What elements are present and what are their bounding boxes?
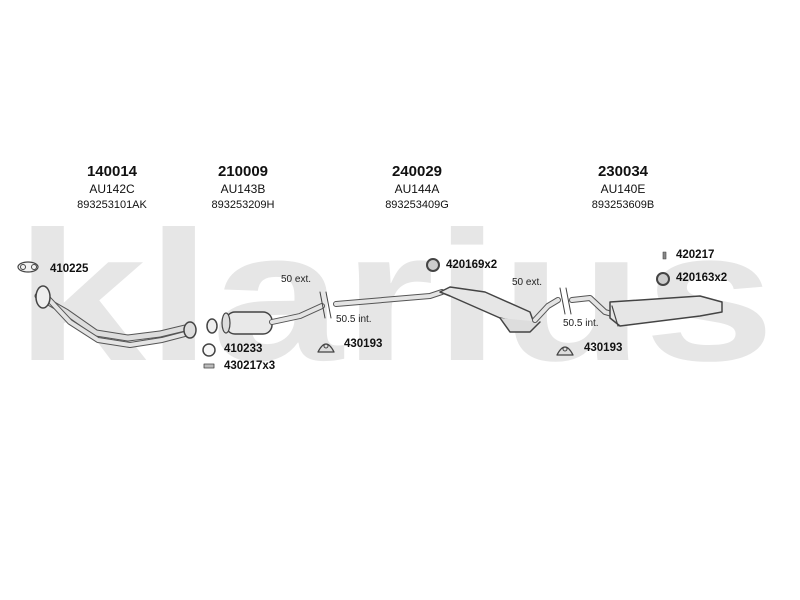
section-2-oem-number: 893253209H bbox=[211, 199, 275, 211]
front-silencer bbox=[221, 303, 325, 335]
label-410225: 410225 bbox=[50, 263, 89, 275]
joint-mark-2 bbox=[559, 287, 572, 315]
note-int-2: 50.5 int. bbox=[563, 318, 599, 329]
section-4-oem-number: 893253609B bbox=[591, 199, 655, 211]
hanger-430193-a-icon bbox=[317, 343, 335, 353]
label-430217: 430217x3 bbox=[224, 360, 276, 372]
section-2-header: 210009 AU143B 893253209H bbox=[168, 163, 318, 213]
section-2-reference: AU143B bbox=[220, 182, 266, 196]
section-3-oem-number: 893253409G bbox=[385, 199, 449, 211]
ring-420169-icon bbox=[426, 258, 440, 272]
section-3-reference: AU144A bbox=[394, 182, 440, 196]
label-420217: 420217 bbox=[676, 249, 715, 261]
center-silencer bbox=[333, 286, 561, 333]
label-420163: 420163x2 bbox=[676, 272, 728, 284]
section-3-header: 240029 AU144A 893253409G bbox=[342, 163, 492, 213]
front-pipe bbox=[34, 285, 197, 348]
section-1-part-number: 140014 bbox=[86, 163, 138, 180]
section-4-part-number: 230034 bbox=[597, 163, 649, 180]
label-420169: 420169x2 bbox=[446, 259, 498, 271]
clamp-430217-icon bbox=[203, 363, 215, 369]
ring-410233-icon bbox=[202, 343, 216, 357]
note-ext-1: 50 ext. bbox=[281, 274, 312, 285]
ring-420163-icon bbox=[656, 272, 670, 286]
section-1-oem-number: 893253101AK bbox=[77, 199, 147, 211]
section-2-part-number: 210009 bbox=[217, 163, 269, 180]
section-1-header: 140014 AU142C 893253101AK bbox=[37, 163, 187, 213]
part-420217-icon bbox=[662, 251, 667, 260]
section-4-header: 230034 AU140E 893253609B bbox=[548, 163, 698, 213]
section-4-reference: AU140E bbox=[600, 182, 646, 196]
note-ext-2: 50 ext. bbox=[512, 277, 543, 288]
label-410233: 410233 bbox=[224, 343, 263, 355]
label-430193-a: 430193 bbox=[344, 338, 383, 350]
gasket-410225-icon bbox=[17, 261, 39, 273]
rear-silencer bbox=[569, 295, 723, 327]
ring-gasket-icon bbox=[206, 318, 218, 334]
joint-mark-1 bbox=[319, 291, 332, 319]
hanger-430193-b-icon bbox=[556, 346, 574, 356]
section-1-reference: AU142C bbox=[89, 182, 135, 196]
label-430193-b: 430193 bbox=[584, 342, 623, 354]
section-3-part-number: 240029 bbox=[391, 163, 443, 180]
note-int-1: 50.5 int. bbox=[336, 314, 372, 325]
